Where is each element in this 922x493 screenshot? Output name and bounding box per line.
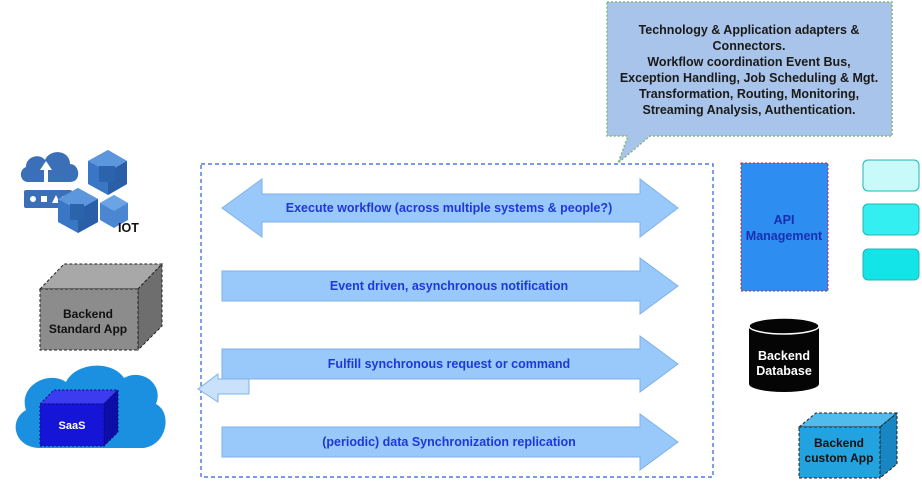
replication-arrow-label: (periodic) data Synchronization replicat… <box>322 435 576 449</box>
iot-label: IOT <box>118 221 139 235</box>
sync-return-arrow <box>197 373 250 403</box>
integration-layer-boundary <box>200 163 714 478</box>
callout-line-6: Streaming Analysis, Authentication. <box>642 103 855 117</box>
backend-database[interactable]: Backend Database <box>748 317 820 392</box>
backend-standard-app[interactable]: Backend Standard App <box>38 262 164 352</box>
iot-icon: IOT <box>20 150 139 235</box>
service-boxes <box>862 159 920 281</box>
callout-line-3: Workflow coordination Event Bus, <box>647 55 850 69</box>
callout-line-2: Connectors. <box>713 39 786 53</box>
custom-app-label-1: Backend <box>814 436 864 450</box>
database-label-2: Database <box>756 364 812 378</box>
callout-line-1: Technology & Application adapters & <box>639 23 860 37</box>
api-label-1: API <box>774 213 795 227</box>
callout-line-5: Transformation, Routing, Monitoring, <box>639 87 859 101</box>
workflow-arrow[interactable]: Execute workflow (across multiple system… <box>221 177 679 239</box>
event-arrow-label: Event driven, asynchronous notification <box>330 279 568 293</box>
api-label-2: Management <box>746 229 823 243</box>
replication-arrow[interactable]: (periodic) data Synchronization replicat… <box>221 413 679 471</box>
event-arrow[interactable]: Event driven, asynchronous notification <box>221 257 679 315</box>
service-box-3[interactable] <box>862 248 920 281</box>
callout-bubble: Technology & Application adapters & Conn… <box>606 1 893 166</box>
api-management[interactable]: API Management <box>740 162 829 292</box>
service-box-1[interactable] <box>862 159 920 192</box>
aws-cubes-icon <box>58 150 128 233</box>
cloud-upload-icon <box>20 152 79 188</box>
saas-label: SaaS <box>59 420 86 432</box>
backend-standard-label-1: Backend <box>63 307 113 321</box>
saas-cloud[interactable]: SaaS <box>15 365 166 448</box>
sync-arrow-label: Fulfill synchronous request or command <box>328 357 570 371</box>
callout-line-4: Exception Handling, Job Scheduling & Mgt… <box>620 71 878 85</box>
workflow-arrow-label: Execute workflow (across multiple system… <box>286 201 612 215</box>
backend-standard-label-2: Standard App <box>49 322 127 336</box>
service-box-2[interactable] <box>862 203 920 236</box>
backend-custom-app[interactable]: Backend custom App <box>797 411 899 480</box>
database-label-1: Backend <box>758 349 810 363</box>
custom-app-label-2: custom App <box>805 451 874 465</box>
sync-arrow[interactable]: Fulfill synchronous request or command <box>221 335 679 393</box>
